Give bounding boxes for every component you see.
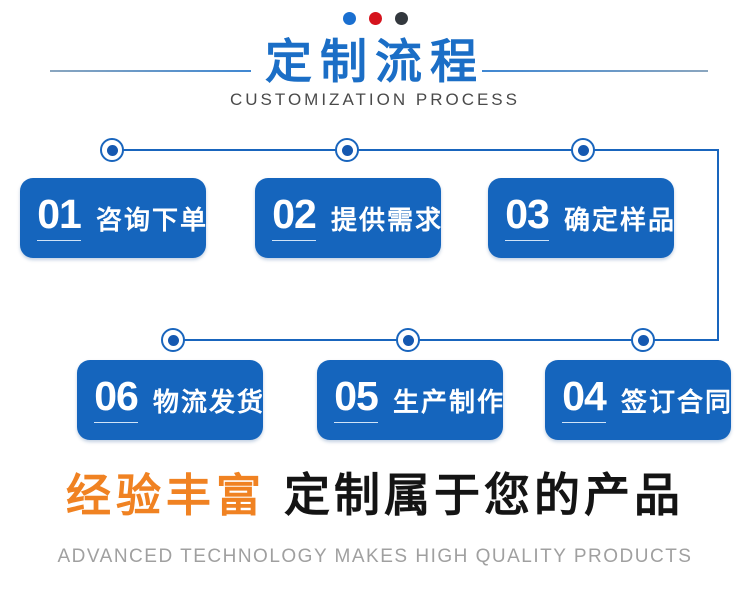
flow-node-icon-1 — [100, 138, 124, 162]
flow-connector-right — [717, 149, 719, 341]
page-subtitle: CUSTOMIZATION PROCESS — [229, 90, 520, 109]
footer-highlight-text: 经验丰富 — [65, 470, 266, 521]
red-dot-icon — [368, 12, 382, 25]
footer-headline-text: 定制属于您的产品 — [284, 469, 684, 521]
step-label: 确定样品 — [564, 204, 677, 235]
step-number-underline — [94, 421, 138, 423]
step-number-block: 05 — [334, 372, 379, 423]
step-number-underline — [562, 421, 606, 423]
step-number-text: 04 — [562, 372, 607, 419]
footer-tagline: ADVANCED TECHNOLOGY MAKES HIGH QUALITY P… — [57, 546, 693, 567]
step-label: 签订合同 — [621, 386, 734, 417]
step-number-block: 03 — [505, 190, 550, 241]
flow-connector-bottom — [173, 339, 719, 341]
step-number-text: 06 — [94, 372, 139, 419]
step-number-text: 05 — [334, 372, 379, 419]
step-box-01: 01 咨询下单 — [20, 178, 206, 258]
blue-dot-icon — [342, 12, 356, 25]
step-label: 咨询下单 — [96, 204, 209, 235]
step-number-block: 02 — [272, 190, 317, 241]
step-label: 物流发货 — [153, 386, 266, 417]
step-box-05: 05 生产制作 — [317, 360, 503, 440]
flow-node-icon-6 — [161, 328, 185, 352]
flow-node-dot — [637, 334, 649, 346]
title-rule-right — [482, 70, 708, 72]
flow-node-icon-5 — [396, 328, 420, 352]
flow-node-dot — [402, 334, 414, 346]
flow-node-dot — [341, 144, 353, 156]
flow-node-dot — [167, 334, 179, 346]
step-number-underline — [505, 239, 549, 241]
flow-node-icon-3 — [571, 138, 595, 162]
decor-dots — [0, 12, 750, 25]
title-rule-left — [50, 70, 251, 72]
dark-dot-icon — [394, 12, 408, 25]
step-number-text: 01 — [37, 190, 82, 237]
step-number-underline — [37, 239, 81, 241]
step-label: 生产制作 — [393, 386, 506, 417]
step-number-underline — [334, 421, 378, 423]
step-number-underline — [272, 239, 316, 241]
step-label: 提供需求 — [331, 204, 444, 235]
step-number-text: 03 — [505, 190, 550, 237]
step-number-block: 04 — [562, 372, 607, 423]
flow-node-icon-2 — [335, 138, 359, 162]
flow-node-dot — [106, 144, 118, 156]
flow-connector-top — [112, 149, 719, 151]
step-box-03: 03 确定样品 — [488, 178, 674, 258]
flow-node-icon-4 — [631, 328, 655, 352]
flow-node-dot — [577, 144, 589, 156]
step-number-text: 02 — [272, 190, 317, 237]
step-box-06: 06 物流发货 — [77, 360, 263, 440]
step-number-block: 06 — [94, 372, 139, 423]
footer-headline-row: 经验丰富定制属于您的产品 — [0, 466, 750, 536]
page-title: 定制流程 — [265, 35, 485, 88]
step-box-04: 04 签订合同 — [545, 360, 731, 440]
step-number-block: 01 — [37, 190, 82, 241]
step-box-02: 02 提供需求 — [255, 178, 441, 258]
